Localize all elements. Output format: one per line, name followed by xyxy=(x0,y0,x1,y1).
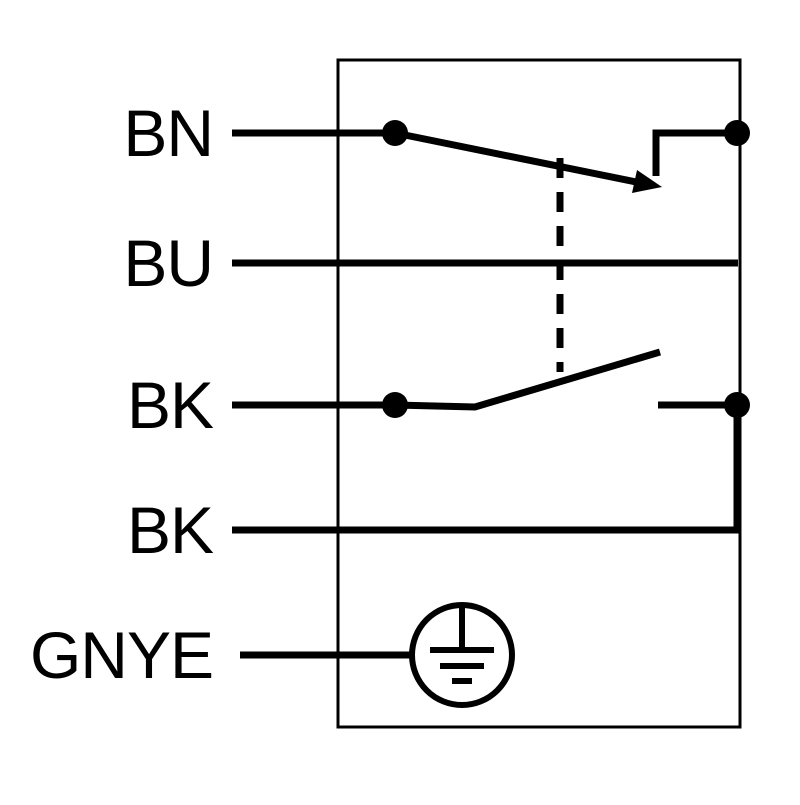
bk1-switch-blade xyxy=(394,348,661,411)
bk-right-terminal-dot xyxy=(724,392,750,418)
wire-bk2-line xyxy=(232,405,741,534)
wire-label-bn: BN xyxy=(123,96,213,170)
wire-label-bk1: BK xyxy=(127,368,214,442)
earth-circle xyxy=(409,602,515,708)
bn-switch-blade xyxy=(394,129,637,186)
bk1-terminal-dot xyxy=(382,392,408,418)
protective-earth-icon xyxy=(409,602,515,708)
bn-switch-arrowhead-icon xyxy=(632,170,662,193)
bn-contact-stub xyxy=(652,129,737,176)
wire-label-gnye: GNYE xyxy=(30,618,213,692)
terminals-group xyxy=(382,120,750,418)
wire-label-bk2: BK xyxy=(127,493,214,567)
labels-group: BN BU BK BK GNYE xyxy=(30,96,215,692)
wire-label-bu: BU xyxy=(123,226,213,300)
bn-terminal-dot xyxy=(382,120,408,146)
bn-right-terminal-dot xyxy=(724,120,750,146)
wires-group xyxy=(232,129,741,659)
